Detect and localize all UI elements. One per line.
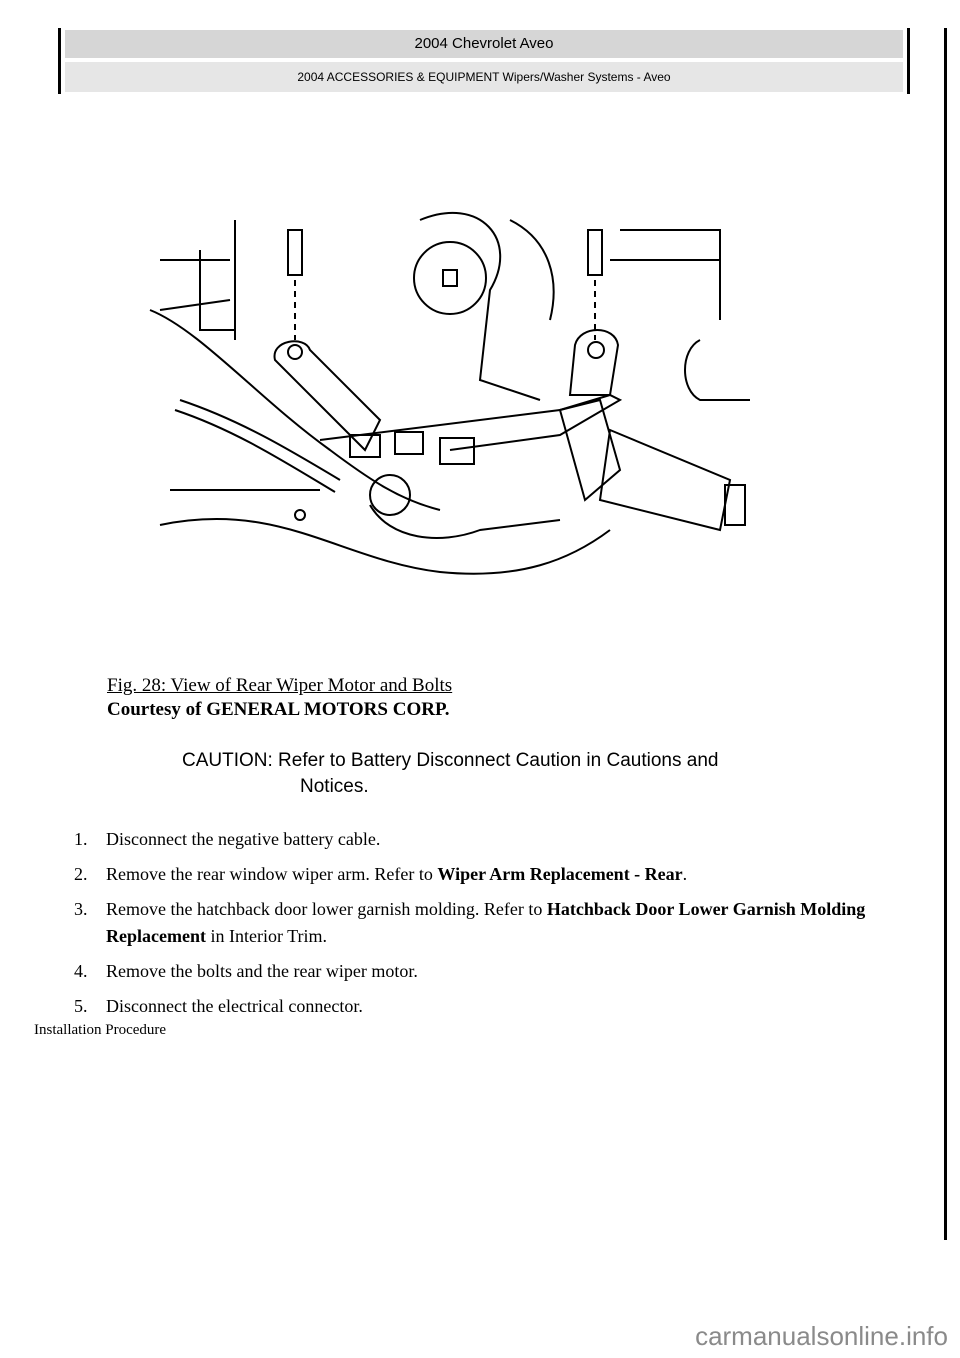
step-item: 5. Disconnect the electrical connector. xyxy=(74,993,904,1020)
caution-line-2: Notices. xyxy=(300,776,369,797)
step-text: Remove the rear window wiper arm. Refer … xyxy=(106,864,438,884)
step-item: 2. Remove the rear window wiper arm. Ref… xyxy=(74,861,904,888)
step-number: 3. xyxy=(74,899,88,919)
rear-wiper-motor-illustration xyxy=(149,211,750,575)
figure-caption-title: Fig. 28: View of Rear Wiper Motor and Bo… xyxy=(107,675,453,696)
step-text: Disconnect the negative battery cable. xyxy=(106,829,381,849)
installation-procedure-heading: Installation Procedure xyxy=(34,1022,167,1038)
caution-notice: CAUTION: Refer to Battery Disconnect Cau… xyxy=(182,748,882,800)
step-number: 4. xyxy=(74,961,88,981)
figure-caption: Fig. 28: View of Rear Wiper Motor and Bo… xyxy=(107,674,452,722)
caution-line-1: CAUTION: Refer to Battery Disconnect Cau… xyxy=(182,750,719,771)
step-reference-link[interactable]: Wiper Arm Replacement - Rear xyxy=(437,864,683,884)
figure-caption-credit: Courtesy of GENERAL MOTORS CORP. xyxy=(107,699,450,720)
step-number: 1. xyxy=(74,829,88,849)
step-text-tail: in Interior Trim. xyxy=(205,926,327,946)
site-watermark: carmanualsonline.info xyxy=(695,1321,948,1351)
step-item: 1. Disconnect the negative battery cable… xyxy=(74,826,904,853)
header-subtitle: 2004 ACCESSORIES & EQUIPMENT Wipers/Wash… xyxy=(65,62,903,92)
step-text-tail: . xyxy=(682,864,688,884)
step-text: Remove the hatchback door lower garnish … xyxy=(106,899,547,919)
step-item: 4. Remove the bolts and the rear wiper m… xyxy=(74,958,904,985)
step-text: Remove the bolts and the rear wiper moto… xyxy=(106,961,418,981)
step-number: 2. xyxy=(74,864,88,884)
removal-steps-list: 1. Disconnect the negative battery cable… xyxy=(74,826,904,1028)
step-text: Disconnect the electrical connector. xyxy=(106,996,363,1016)
page-header: 2004 Chevrolet Aveo 2004 ACCESSORIES & E… xyxy=(58,28,910,94)
right-border-rule xyxy=(944,28,947,1240)
step-item: 3. Remove the hatchback door lower garni… xyxy=(74,896,904,950)
step-number: 5. xyxy=(74,996,88,1016)
step-reference-link[interactable]: Hatchback Door Lower Garnish Molding Rep… xyxy=(106,899,866,946)
header-title: 2004 Chevrolet Aveo xyxy=(65,30,903,58)
